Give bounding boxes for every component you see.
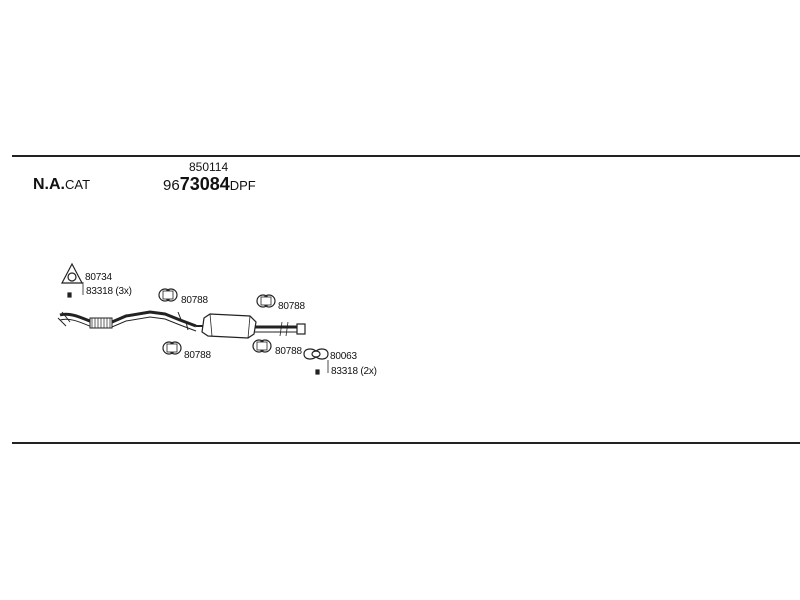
label-bolts-rear: 83318 (2x) <box>331 366 377 377</box>
part-number: 9673084DPF <box>163 174 256 195</box>
front-bolt-icon <box>67 292 72 298</box>
hanger-icon-3 <box>162 341 182 355</box>
part-number-prefix: 96 <box>163 177 180 194</box>
label-bolts-front: 83318 (3x) <box>86 286 132 297</box>
hanger-icon-2 <box>256 294 276 308</box>
label-hanger-1: 80788 <box>181 295 208 306</box>
top-divider <box>12 155 800 157</box>
muffler-icon <box>196 313 257 339</box>
model-code-suffix: CAT <box>65 177 91 192</box>
part-number-suffix: DPF <box>229 178 256 193</box>
model-code: N.A.CAT <box>33 176 90 194</box>
bottom-divider <box>12 442 800 444</box>
part-ref-top: 850114 <box>189 160 229 174</box>
front-gasket-icon <box>61 262 83 284</box>
hanger-icon-4 <box>252 339 272 353</box>
rear-bolt-icon <box>315 369 320 375</box>
part-number-main: 73084 <box>179 174 230 194</box>
label-hanger-4: 80788 <box>275 346 302 357</box>
tailpipe-icon <box>255 321 306 337</box>
model-code-bold: N.A. <box>33 176 65 193</box>
front-pipe-icon <box>57 310 197 332</box>
rear-gasket-icon <box>303 348 329 360</box>
label-gasket-rear: 80063 <box>330 351 357 362</box>
label-hanger-2: 80788 <box>278 301 305 312</box>
label-gasket-front: 80734 <box>85 272 112 283</box>
pipe-bracket-icon <box>177 311 189 331</box>
label-hanger-3: 80788 <box>184 350 211 361</box>
hanger-icon-1 <box>158 288 178 302</box>
